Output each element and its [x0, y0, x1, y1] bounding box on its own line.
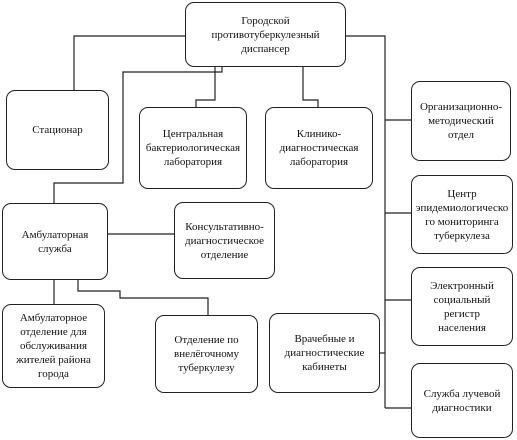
- node-dispanser: Городской противотуберкулезный диспансер: [185, 2, 346, 67]
- node-vnelegoch: Отделение по внелёгочному туберкулезу: [155, 315, 258, 393]
- connector-dispanser-stacionar: [73, 35, 185, 90]
- connector-dispanser-ambulatory: [53, 67, 223, 203]
- node-luchevoy: Служба лучевой диагностики: [411, 363, 513, 438]
- node-org-method: Организационно- методический отдел: [411, 81, 511, 161]
- connector-dispanser-bakterio-lab: [195, 67, 216, 107]
- connector-right-bus: [346, 35, 386, 408]
- node-epid-center: Центр эпидемиологическо го мониторинга т…: [411, 175, 513, 254]
- node-bakterio-lab: Центральная бактериологическая лаборатор…: [139, 107, 247, 189]
- node-amb-otdel: Амбулаторное отделение для обслуживания …: [2, 304, 105, 388]
- node-konsult: Консультативно- диагностическое отделени…: [174, 202, 275, 279]
- connector-ambulatory-vnelegoch: [77, 280, 209, 315]
- node-ambulatory: Амбулаторная служба: [2, 203, 108, 280]
- node-kliniko-lab: Клинико- диагностическая лаборатория: [265, 107, 373, 189]
- connector-dispanser-kliniko-lab: [302, 67, 319, 107]
- node-stacionar: Стационар: [6, 90, 109, 170]
- node-vrach-kabinety: Врачебные и диагностические кабинеты: [269, 313, 380, 393]
- node-social-register: Электронный социальный регистр населения: [411, 267, 513, 346]
